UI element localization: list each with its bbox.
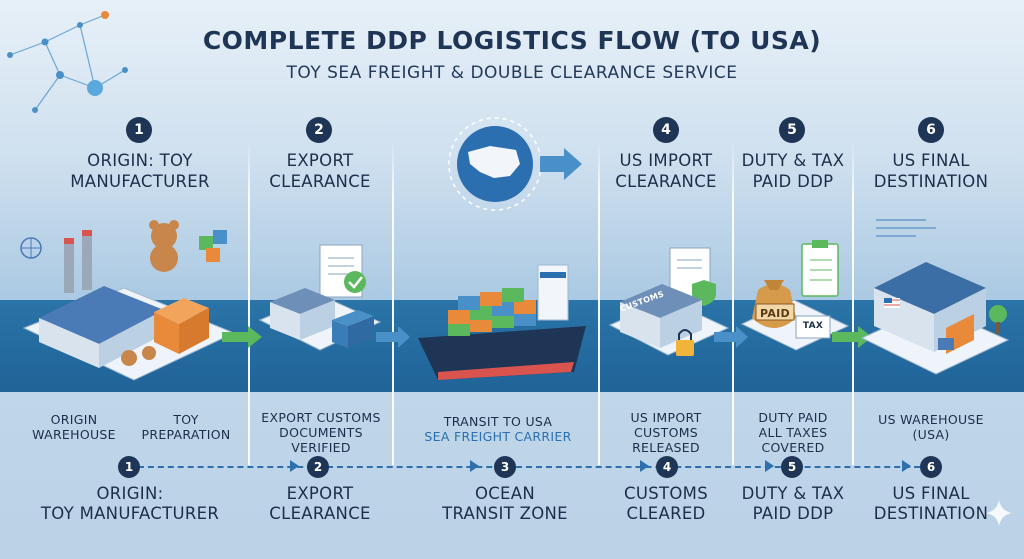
step-heading-line: ORIGIN: TOY: [87, 151, 193, 170]
green-arrow-icon: [222, 326, 262, 348]
timeline-label-line: CLEARANCE: [269, 504, 371, 523]
timeline-number-5: 5: [781, 456, 803, 478]
globe-illustration: [448, 117, 582, 211]
step-heading-line: US FINAL: [892, 151, 970, 170]
us-warehouse-illustration: [860, 219, 1010, 375]
step-number-5: 5: [779, 117, 805, 143]
caption-line: TOY: [173, 412, 199, 427]
column-divider: [852, 140, 854, 465]
timeline-arrow-icon: [470, 460, 479, 472]
timeline-label-line: CLEARED: [626, 504, 706, 523]
caption-line: PREPARATION: [141, 427, 231, 442]
column-divider: [732, 140, 734, 465]
sparkle-icon: [986, 500, 1012, 526]
step-heading-6: US FINAL DESTINATION: [856, 150, 1006, 192]
step-heading-line: CLEARANCE: [615, 172, 717, 191]
caption-line: COVERED: [761, 440, 825, 455]
page-title: COMPLETE DDP LOGISTICS FLOW (TO USA): [202, 26, 822, 55]
column-divider: [598, 140, 600, 465]
step-heading-line: DESTINATION: [873, 172, 989, 191]
timeline-label-line: ORIGIN:: [96, 484, 164, 503]
step-heading-line: MANUFACTURER: [70, 172, 210, 191]
timeline-arrow-icon: [902, 460, 911, 472]
step-heading-2: EXPORT CLEARANCE: [252, 150, 388, 192]
step-number-2: 2: [306, 117, 332, 143]
caption-line: SEA FREIGHT CARRIER: [424, 429, 572, 444]
column-divider: [392, 140, 394, 465]
factory-illustration: [20, 220, 236, 381]
step-heading-line: PAID DDP: [752, 172, 834, 191]
caption-transit: TRANSIT TO USA SEA FREIGHT CARRIER: [400, 414, 596, 444]
caption-line: VERIFIED: [291, 440, 351, 455]
step-heading-line: EXPORT: [286, 151, 354, 170]
step-heading-line: DUTY & TAX: [741, 151, 845, 170]
timeline-label-line: DUTY & TAX: [741, 484, 845, 503]
timeline-number-6: 6: [920, 456, 942, 478]
step-heading-line: US IMPORT: [619, 151, 713, 170]
export-office-illustration: [258, 244, 382, 351]
caption-line: RELEASED: [632, 440, 700, 455]
blue-arrow-icon: [714, 326, 748, 348]
step-number-6: 6: [918, 117, 944, 143]
caption-us-warehouse: US WAREHOUSE (USA): [856, 412, 1006, 442]
caption-line: EXPORT CUSTOMS: [261, 410, 381, 425]
paid-label: PAID: [760, 307, 790, 320]
timeline-label-line: DESTINATION: [873, 504, 989, 523]
caption-line: ORIGIN: [50, 412, 98, 427]
timeline-label-2: EXPORT CLEARANCE: [250, 484, 390, 524]
caption-import-released: US IMPORT CUSTOMS RELEASED: [600, 410, 732, 455]
caption-export-docs: EXPORT CUSTOMS DOCUMENTS VERIFIED: [252, 410, 390, 455]
timeline-label-line: EXPORT: [286, 484, 354, 503]
duty-tax-illustration: [740, 240, 850, 351]
timeline-number-4: 4: [656, 456, 678, 478]
timeline-line: [128, 466, 940, 468]
title-block: COMPLETE DDP LOGISTICS FLOW (TO USA) TOY…: [0, 26, 1024, 83]
timeline-label-line: TRANSIT ZONE: [442, 504, 568, 523]
caption-line: WAREHOUSE: [32, 427, 116, 442]
timeline-label-line: OCEAN: [474, 484, 536, 503]
caption-line: DUTY PAID: [758, 410, 828, 425]
green-arrow-icon: [832, 326, 872, 348]
timeline-label-line: PAID DDP: [752, 504, 834, 523]
caption-line: CUSTOMS: [633, 425, 699, 440]
step-number-1: 1: [126, 117, 152, 143]
cargo-ship-illustration: [418, 264, 586, 380]
timeline-label-1: ORIGIN: TOY MANUFACTURER: [20, 484, 240, 524]
step-heading-5: DUTY & TAX PAID DDP: [734, 150, 852, 192]
timeline-label-3: OCEAN TRANSIT ZONE: [420, 484, 590, 524]
caption-line: (USA): [912, 427, 950, 442]
caption-toy-preparation: TOY PREPARATION: [130, 412, 242, 442]
timeline-label-4: CUSTOMS CLEARED: [600, 484, 732, 524]
caption-origin-warehouse: ORIGIN WAREHOUSE: [18, 412, 130, 442]
step-number-4: 4: [653, 117, 679, 143]
timeline-arrow-icon: [640, 460, 649, 472]
tax-label: TAX: [802, 321, 824, 331]
timeline-label-line: TOY MANUFACTURER: [40, 504, 220, 523]
timeline-label-6: US FINAL DESTINATION: [856, 484, 1006, 524]
caption-duty-paid: DUTY PAID ALL TAXES COVERED: [734, 410, 852, 455]
caption-line: US IMPORT: [630, 410, 702, 425]
page-subtitle: TOY SEA FREIGHT & DOUBLE CLEARANCE SERVI…: [286, 63, 738, 83]
step-heading-line: CLEARANCE: [269, 172, 371, 191]
timeline-label-line: CUSTOMS: [624, 484, 708, 503]
caption-line: ALL TAXES: [758, 425, 828, 440]
caption-line: US WAREHOUSE: [878, 412, 984, 427]
timeline-number-2: 2: [307, 456, 329, 478]
caption-line: DOCUMENTS: [279, 425, 363, 440]
timeline-label-5: DUTY & TAX PAID DDP: [734, 484, 852, 524]
timeline-number-3: 3: [494, 456, 516, 478]
timeline-number-1: 1: [118, 456, 140, 478]
blue-arrow-icon: [376, 326, 410, 348]
customs-building-illustration: [608, 247, 730, 356]
network-graphic: [7, 11, 128, 113]
timeline-label-line: US FINAL: [892, 484, 970, 503]
timeline-arrow-icon: [290, 460, 299, 472]
step-heading-4: US IMPORT CLEARANCE: [600, 150, 732, 192]
column-divider: [248, 140, 250, 465]
step-heading-1: ORIGIN: TOY MANUFACTURER: [40, 150, 240, 192]
timeline-arrow-icon: [765, 460, 774, 472]
caption-line: TRANSIT TO USA: [443, 414, 553, 429]
